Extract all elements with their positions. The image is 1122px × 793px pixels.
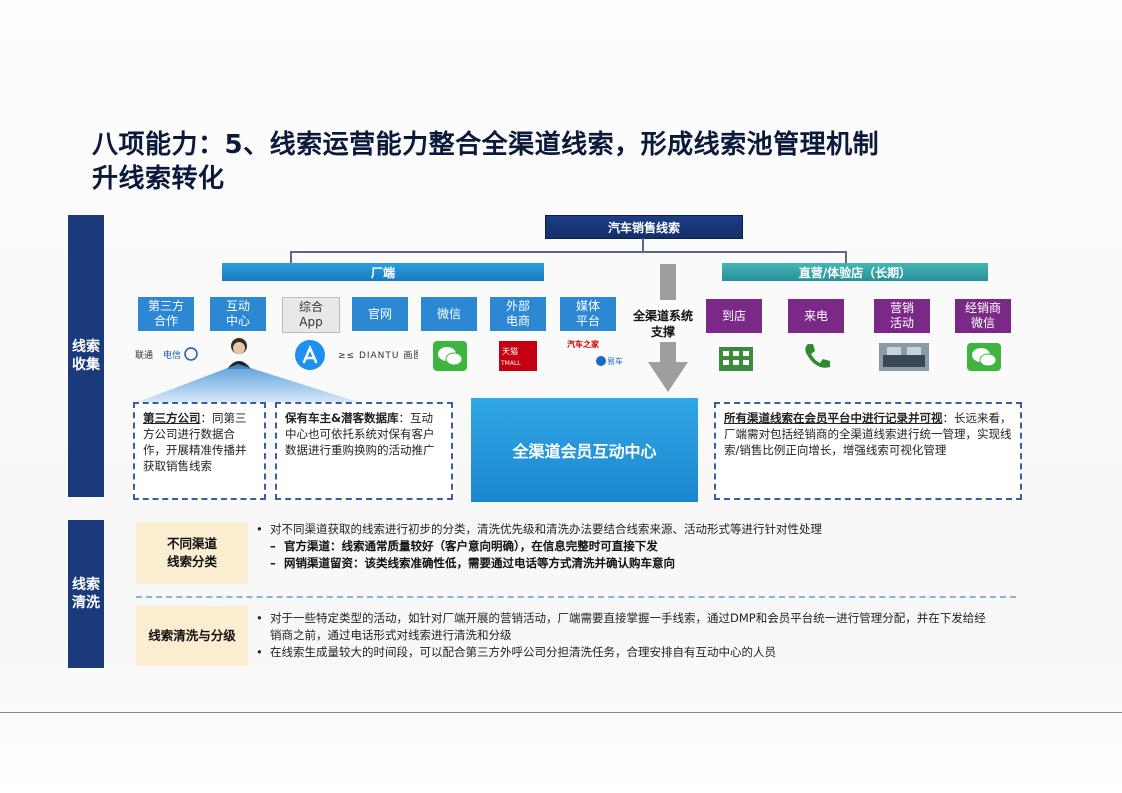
channel-label: 微信 xyxy=(421,297,477,331)
store-channel-call: 来电 xyxy=(788,299,844,333)
building-icon xyxy=(716,342,756,372)
title-line-2: 升线索转化 xyxy=(92,164,225,194)
channel-third-party: 第三方合作 xyxy=(138,297,194,331)
event-photo-icon xyxy=(878,342,930,372)
channel-website: 官网 xyxy=(352,297,408,331)
svg-text:易车: 易车 xyxy=(607,356,623,366)
third-party-body: ：同第三方公司进行数据合作，开展精准传播并获取销售线索 xyxy=(143,411,247,473)
wechat-icon xyxy=(432,340,468,372)
title-line-1: 八项能力：5、线索运营能力整合全渠道线索，形成线索池管理机制 xyxy=(92,130,880,160)
down-arrow-icon xyxy=(648,264,688,394)
all-channels-body: ：长远来看，厂端需对包括经销商的全渠道线索进行统一管理，实现线索/销售比例正向增… xyxy=(724,411,1012,457)
grading-bullets: 对于一些特定类型的活动，如针对厂端开展的营销活动，厂端需要直接掌握一手线索，通过… xyxy=(254,610,994,661)
third-party-heading: 第三方公司 xyxy=(143,411,201,425)
autohome-logo-icon: 汽车之家易车 xyxy=(566,336,628,372)
collect-band: 线索收集 xyxy=(68,215,104,497)
tmall-logo-icon: 天猫 TMALL xyxy=(498,340,538,372)
channel-label: 来电 xyxy=(788,299,844,333)
sales-leads-header: 汽车销售线索 xyxy=(545,215,743,239)
channel-classification-box: 不同渠道线索分类 xyxy=(136,522,248,584)
channel-label: 外部电商 xyxy=(490,297,546,331)
grading-bullet: 在线索生成量较大的时间段，可以配合第三方外呼公司分担清洗任务，合理安排自有互动中… xyxy=(254,644,994,661)
channel-media: 媒体平台 xyxy=(560,297,616,331)
app-store-icon xyxy=(292,338,328,372)
footer-divider xyxy=(0,712,1122,713)
connector xyxy=(290,251,292,263)
owner-db-body: ：互动中心也可依托系统对保有客户数据进行重购换购的活动推广 xyxy=(285,411,435,457)
clean-band-label: 线索清洗 xyxy=(72,577,100,611)
clean-grading-box: 线索清洗与分级 xyxy=(136,606,248,666)
store-channel-walkin: 到店 xyxy=(706,299,762,333)
clean-band: 线索清洗 xyxy=(68,520,104,668)
channel-label: 经销商微信 xyxy=(955,299,1011,333)
connector xyxy=(642,238,644,252)
third-party-info-box: 第三方公司：同第三方公司进行数据合作，开展精准传播并获取销售线索 xyxy=(133,402,266,500)
spotlight-shape xyxy=(108,364,368,402)
channel-label: 营销活动 xyxy=(874,299,930,333)
channel-ecommerce: 外部电商 xyxy=(490,297,546,331)
official-channel-bullet: 官方渠道：线索通常质量较好（客户意向明确），在信息完整时可直接下发 xyxy=(254,538,994,555)
channel-label: 到店 xyxy=(706,299,762,333)
factory-bar: 厂端 xyxy=(222,263,544,281)
store-channel-dealer-wechat: 经销商微信 xyxy=(955,299,1011,333)
svg-text:汽车之家: 汽车之家 xyxy=(567,339,600,349)
all-channels-heading: 所有渠道线索在会员平台中进行记录并可视 xyxy=(724,411,943,425)
classification-bullet: 对不同渠道获取的线索进行初步的分类，清洗优先级和清洗办法要结合线索来源、活动形式… xyxy=(254,521,994,538)
svg-text:联通: 联通 xyxy=(135,350,153,361)
classification-bullets: 对不同渠道获取的线索进行初步的分类，清洗优先级和清洗办法要结合线索来源、活动形式… xyxy=(254,521,994,572)
grading-bullet: 对于一些特定类型的活动，如针对厂端开展的营销活动，厂端需要直接掌握一手线索，通过… xyxy=(254,610,994,644)
channel-label: 互动中心 xyxy=(210,297,266,331)
section-divider xyxy=(136,596,1016,598)
all-channels-info-box: 所有渠道线索在会员平台中进行记录并可视：长远来看，厂端需对包括经销商的全渠道线索… xyxy=(714,402,1022,500)
svg-text:电信: 电信 xyxy=(163,349,181,361)
telecom-logo-icon: 联通电信 xyxy=(134,340,200,368)
owner-db-heading: 保有车主&潜客数据库 xyxy=(285,411,399,425)
svg-text:TMALL: TMALL xyxy=(500,360,521,367)
channel-label: 官网 xyxy=(352,297,408,331)
online-channel-bullet: 网销渠道留资：该类线索准确性低，需要通过电话等方式清洗并确认购车意向 xyxy=(254,555,994,572)
channel-label: 第三方合作 xyxy=(138,297,194,331)
phone-icon xyxy=(800,340,834,372)
owner-db-info-box: 保有车主&潜客数据库：互动中心也可依托系统对保有客户数据进行重购换购的活动推广 xyxy=(275,402,453,500)
svg-text:天猫: 天猫 xyxy=(502,346,518,356)
connector xyxy=(845,251,847,263)
page-title: 八项能力：5、线索运营能力整合全渠道线索，形成线索池管理机制 升线索转化 xyxy=(92,128,879,196)
store-bar: 直营/体验店（长期） xyxy=(722,263,988,281)
dealer-wechat-icon xyxy=(966,342,1002,372)
channel-label: 媒体平台 xyxy=(560,297,616,331)
store-channel-event: 营销活动 xyxy=(874,299,930,333)
connector xyxy=(290,251,846,253)
channel-wechat: 微信 xyxy=(421,297,477,331)
system-support-label: 全渠道系统支撑 xyxy=(632,309,693,339)
svg-text:≥≤ DIANTU 画图: ≥≤ DIANTU 画图 xyxy=(338,350,418,361)
member-interaction-center: 全渠道会员互动中心 xyxy=(471,398,698,502)
channel-classification-label: 不同渠道线索分类 xyxy=(166,536,217,569)
collect-band-label: 线索收集 xyxy=(72,339,100,373)
channel-interaction-center: 互动中心 xyxy=(210,297,266,331)
diantu-logo-icon: ≥≤ DIANTU 画图 xyxy=(336,346,420,362)
